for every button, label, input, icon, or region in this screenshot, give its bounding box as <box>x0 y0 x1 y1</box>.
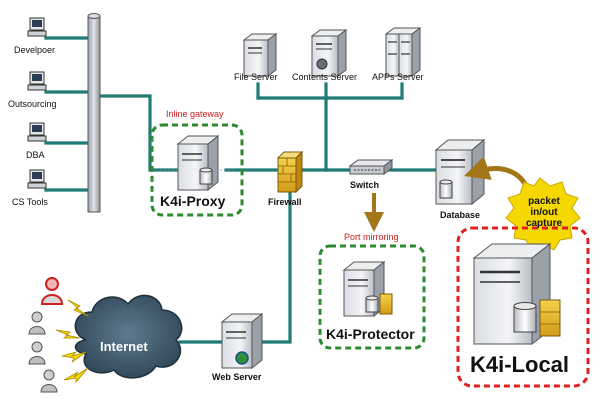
k4i-proxy-label: K4i-Proxy <box>160 193 226 209</box>
internet-cloud-icon <box>74 294 183 379</box>
port-mirroring-box <box>318 244 426 350</box>
internet-label: Internet <box>100 339 148 354</box>
database-label: Database <box>440 210 481 220</box>
firewall-label: Firewall <box>268 197 302 207</box>
client-pc-cs-tools-icon <box>27 169 47 189</box>
user-icon-attacker <box>40 277 64 305</box>
client-label-developer: Develpoer <box>14 45 56 55</box>
client-label-cs-tools: CS Tools <box>12 197 48 207</box>
packet-capture-line3: capture <box>525 218 563 229</box>
backbone-bar <box>87 13 101 213</box>
k4i-proxy-server-icon <box>176 134 220 192</box>
k4i-local-server-icon <box>472 242 561 346</box>
user-icon-2 <box>28 341 46 365</box>
firewall-icon <box>276 150 304 194</box>
client-pc-outsourcing-icon <box>27 71 47 91</box>
packet-capture-text: packet in/out capture <box>523 196 565 229</box>
user-icon-3 <box>40 369 58 393</box>
switch-label: Switch <box>350 180 380 190</box>
client-label-outsourcing: Outsourcing <box>8 99 57 109</box>
file-server-icon <box>242 33 278 77</box>
k4i-local-box <box>456 226 590 388</box>
packet-capture-line1: packet <box>528 196 560 207</box>
file-server-label: File Server <box>234 72 278 82</box>
packet-capture-line2: in/out <box>530 207 558 218</box>
web-server-label: Web Server <box>212 372 262 382</box>
k4i-protector-server-icon <box>342 260 393 318</box>
lightning-bolts <box>55 299 89 384</box>
inline-gateway-box <box>150 123 244 217</box>
client-pc-dba-icon <box>27 122 47 142</box>
port-mirroring-label: Port mirroring <box>344 232 399 242</box>
apps-server-icon <box>384 27 422 77</box>
client-pc-developer-icon <box>27 17 47 37</box>
contents-server-label: Contents Server <box>292 72 358 82</box>
switch-icon <box>348 159 394 175</box>
apps-server-label: APPs Server <box>372 72 424 82</box>
inline-gateway-label: Inline gateway <box>166 109 224 119</box>
client-label-dba: DBA <box>26 150 45 160</box>
user-icon-1 <box>28 311 46 335</box>
contents-server-icon <box>310 29 348 77</box>
k4i-protector-label: K4i-Protector <box>326 326 415 342</box>
network-links <box>44 36 438 344</box>
web-server-icon <box>220 312 264 370</box>
k4i-local-label: K4i-Local <box>470 352 570 377</box>
